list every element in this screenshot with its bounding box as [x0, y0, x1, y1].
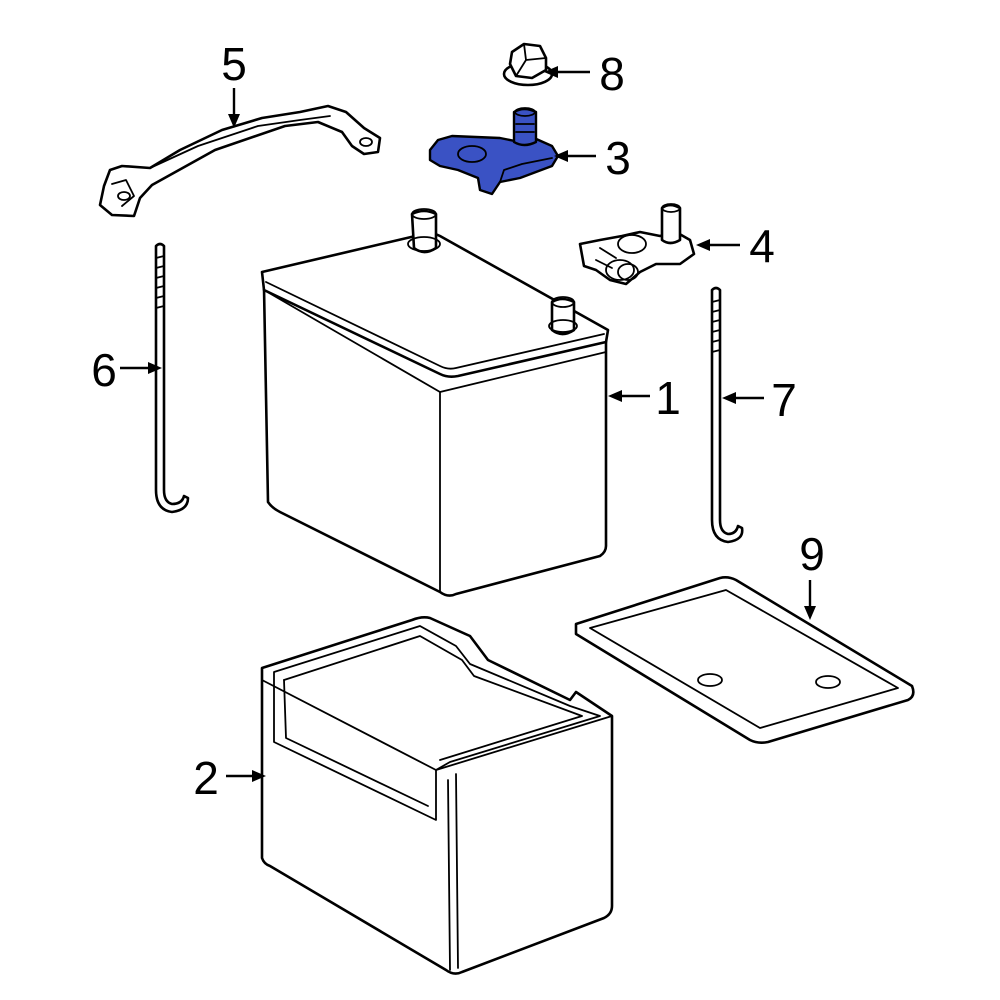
part-5-hold-down-bracket[interactable] [98, 104, 382, 218]
leader-arrows [120, 66, 816, 782]
callout-6: 6 [91, 344, 117, 396]
callout-3: 3 [605, 132, 631, 184]
part-7-rod[interactable] [710, 286, 744, 544]
part-8-nut[interactable] [502, 42, 554, 87]
callout-4: 4 [749, 220, 775, 272]
callout-2: 2 [193, 752, 219, 804]
callout-8: 8 [599, 48, 625, 100]
callout-1: 1 [655, 372, 681, 424]
part-1-battery[interactable] [260, 208, 610, 597]
callout-9: 9 [799, 528, 825, 580]
callout-7: 7 [771, 374, 797, 426]
part-6-rod[interactable] [154, 242, 190, 514]
part-3-terminal-highlighted[interactable] [428, 107, 560, 196]
part-4-terminal[interactable] [578, 203, 696, 286]
part-2-battery-box[interactable] [260, 616, 614, 975]
part-9-tray[interactable] [574, 576, 915, 744]
callout-5: 5 [221, 38, 247, 90]
